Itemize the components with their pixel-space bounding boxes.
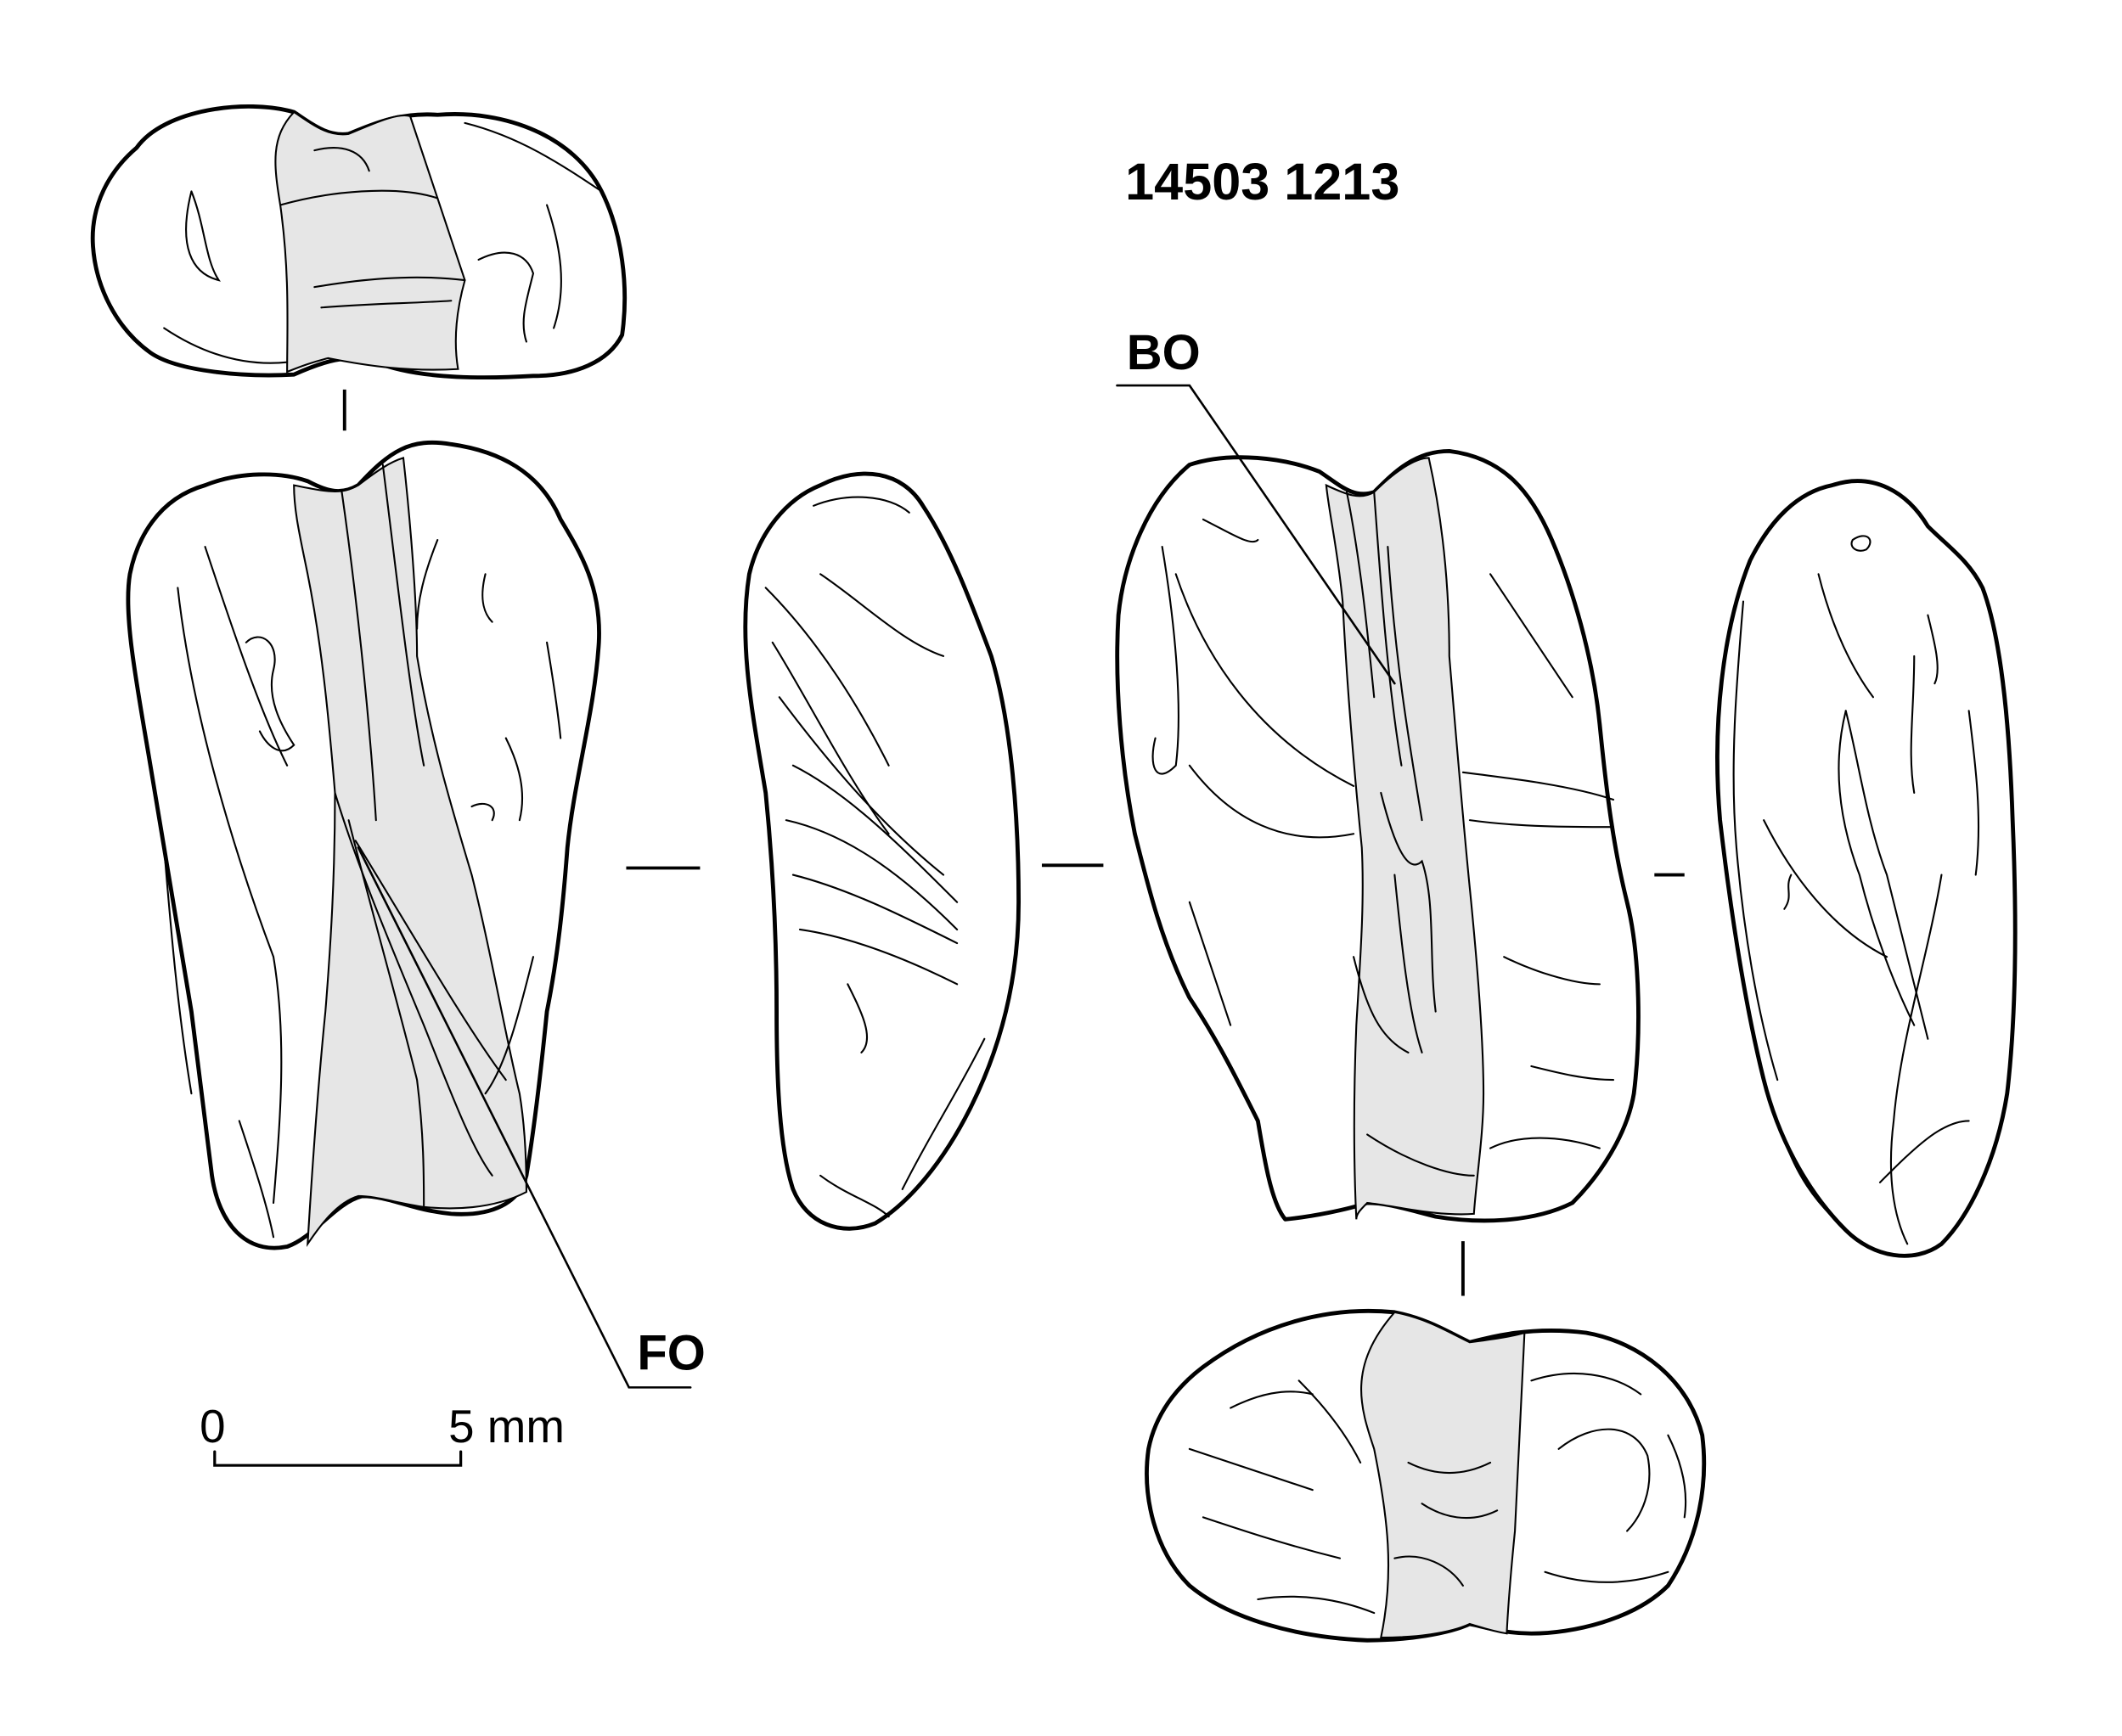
fo-annotation: FO: [357, 846, 706, 1389]
scale-start-label: 0: [200, 1400, 225, 1452]
scale-bar: 0 5 mm: [200, 1400, 565, 1467]
bo-label: BO: [1127, 326, 1201, 380]
scale-bar-line: [213, 1450, 463, 1467]
catalog-number: 14503 1213: [1125, 153, 1399, 211]
fo-label: FO: [637, 1326, 705, 1380]
left-profile: [743, 471, 1021, 1231]
scale-end-label: 5 mm: [448, 1400, 565, 1452]
bo-annotation: BO: [1116, 326, 1396, 685]
top-view: [90, 104, 628, 379]
front-view: [126, 440, 601, 1250]
back-view: [1115, 448, 1641, 1223]
bottom-view: [1145, 1308, 1707, 1643]
right-profile: [1715, 479, 2018, 1258]
